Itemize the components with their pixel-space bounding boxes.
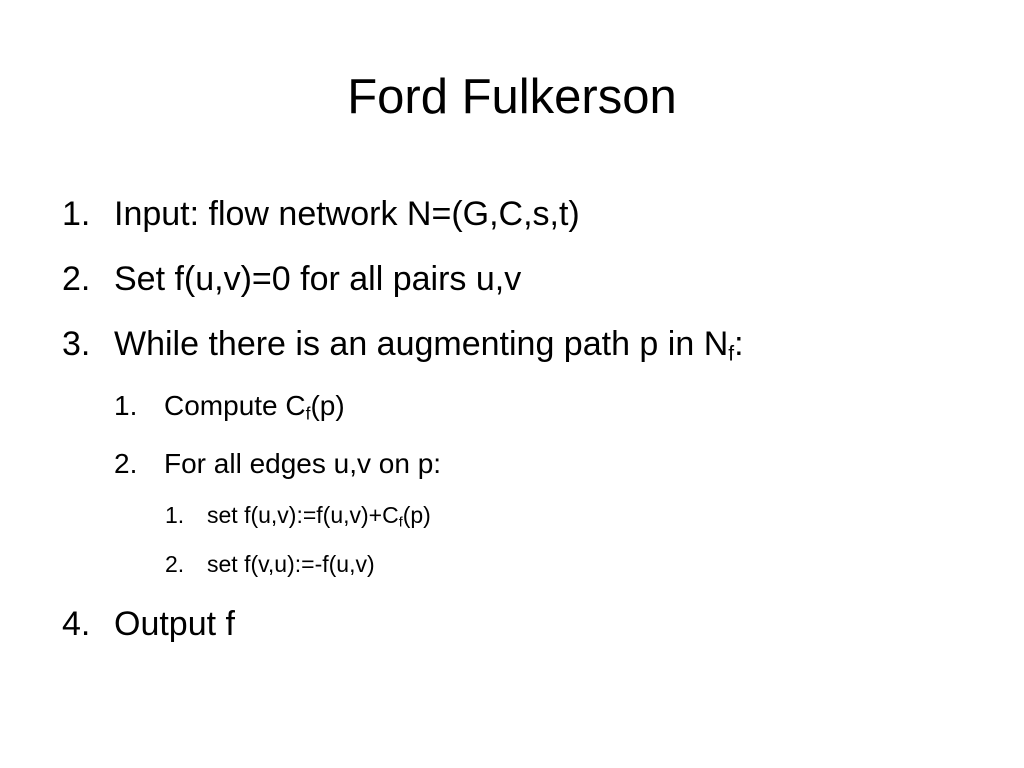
substep-number: 2. [114, 448, 138, 479]
slide-title: Ford Fulkerson [347, 70, 677, 124]
subsubstep-text: set f(v,u):=-f(u,v) [207, 551, 375, 577]
substep-text: For all edges u,v on p: [164, 448, 442, 479]
substep-text-tail: (p) [310, 390, 345, 421]
step-3: 3. While there is an augmenting path p i… [62, 324, 744, 364]
substep-2: 2. For all edges u,v on p: [114, 447, 441, 481]
step-2: 2. Set f(u,v)=0 for all pairs u,v [62, 259, 521, 299]
subsubstep-text-main: set f(u,v):=f(u,v)+C [207, 502, 399, 528]
subsubstep-text: set f(u,v):=f(u,v)+Cf(p) [207, 501, 431, 531]
subsubstep-1: 1. set f(u,v):=f(u,v)+Cf(p) [165, 501, 431, 531]
step-number: 2. [62, 260, 91, 298]
step-text: Output f [114, 605, 235, 643]
step-text: While there is an augmenting path p in N… [114, 324, 744, 364]
subsubstep-number: 2. [165, 551, 185, 577]
step-text: Set f(u,v)=0 for all pairs u,v [114, 260, 522, 298]
step-4: 4. Output f [62, 604, 235, 644]
subscript-f: f [728, 342, 735, 366]
step-text-main: While there is an augmenting path p in N [114, 325, 729, 363]
substep-number: 1. [114, 390, 138, 421]
step-text: Input: flow network N=(G,C,s,t) [114, 195, 580, 233]
substep-text-main: Compute C [164, 390, 306, 421]
step-1: 1. Input: flow network N=(G,C,s,t) [62, 194, 580, 234]
step-number: 3. [62, 325, 91, 363]
substep-text: Compute Cf(p) [164, 389, 345, 423]
subsubstep-text-tail: (p) [402, 502, 431, 528]
subscript-f: f [305, 403, 311, 424]
step-number: 4. [62, 605, 91, 643]
step-text-tail: : [734, 325, 744, 363]
substep-1: 1. Compute Cf(p) [114, 389, 345, 423]
subscript-f: f [398, 514, 403, 531]
subsubstep-number: 1. [165, 502, 185, 528]
subsubstep-2: 2. set f(v,u):=-f(u,v) [165, 550, 375, 578]
step-number: 1. [62, 195, 91, 233]
